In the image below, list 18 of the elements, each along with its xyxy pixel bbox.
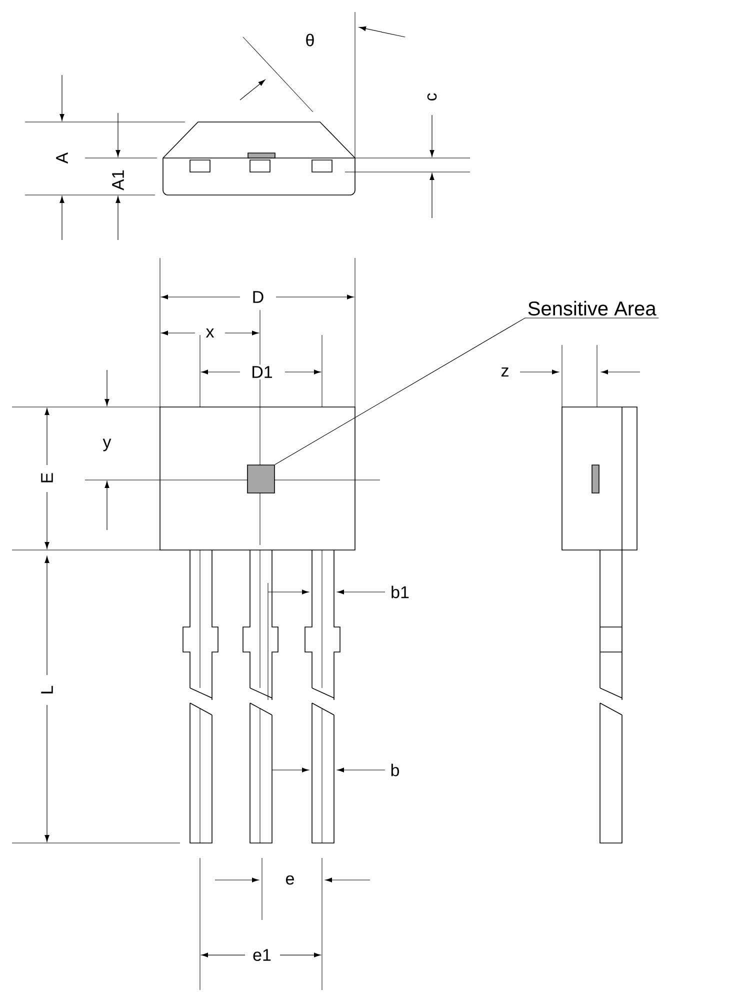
dimension-label: D1 <box>250 364 274 380</box>
dimension-label: b <box>388 762 402 778</box>
dimension-label: D <box>250 290 266 304</box>
sensitive-area-square <box>247 464 275 494</box>
dimension-label: A <box>54 150 70 166</box>
dimension-label: E <box>40 470 54 486</box>
dimension-label: A1 <box>110 168 126 192</box>
dimension-label: x <box>204 327 216 339</box>
leader-line <box>274 318 660 465</box>
dimension-label: e1 <box>251 948 273 962</box>
dimension-label: L <box>40 684 54 696</box>
dimension-label: z <box>499 366 511 378</box>
callout-text: Sensitive Area <box>528 300 656 316</box>
dimension-label: c <box>426 91 438 103</box>
dimension-label: e <box>284 874 296 886</box>
dimension-label: y <box>101 437 113 453</box>
dimension-label: θ <box>304 32 316 48</box>
dimension-label: b1 <box>389 584 411 600</box>
